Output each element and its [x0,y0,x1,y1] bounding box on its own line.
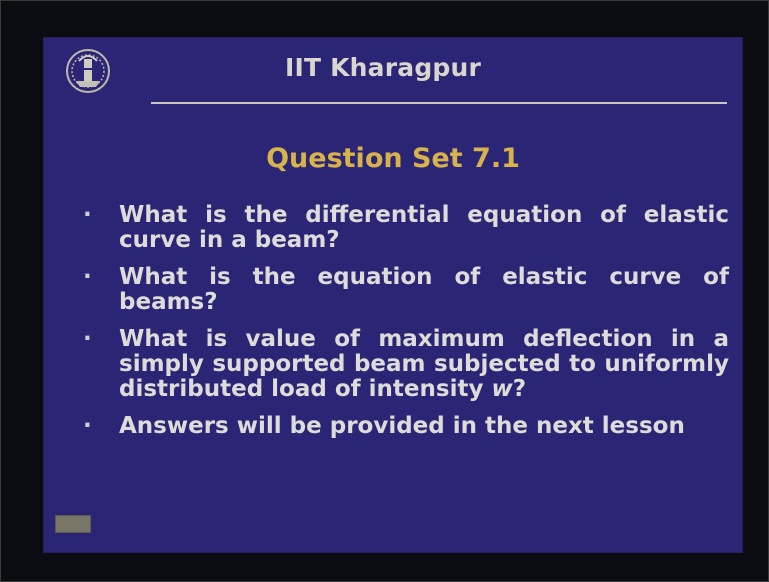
list-item: · What is the equation of elastic curve … [79,265,729,315]
question-text: What is value of maximum deflection in a… [119,326,729,402]
intensity-symbol: w [491,376,513,402]
list-item: · Answers will be provided in the next l… [79,414,729,439]
bullet-icon: · [83,326,92,352]
bullet-icon: · [83,202,92,228]
video-watermark-badge [55,515,91,533]
note-text: Answers will be provided in the next les… [119,413,685,439]
iit-kharagpur-emblem-icon [66,49,110,93]
bullet-icon: · [83,264,92,290]
question-mark: ? [512,376,527,402]
header-divider [151,102,727,104]
list-item: · What is the differential equation of e… [79,203,729,253]
bullet-icon: · [83,413,92,439]
question-list: · What is the differential equation of e… [79,203,729,451]
lecture-slide: IIT Kharagpur Question Set 7.1 · What is… [43,37,743,553]
question-text: What is the differential equation of ela… [119,202,729,253]
question-text: What is the equation of elastic curve of… [119,264,729,315]
slide-title: Question Set 7.1 [266,143,520,174]
institution-title: IIT Kharagpur [284,53,482,82]
list-item: · What is value of maximum deflection in… [79,327,729,402]
